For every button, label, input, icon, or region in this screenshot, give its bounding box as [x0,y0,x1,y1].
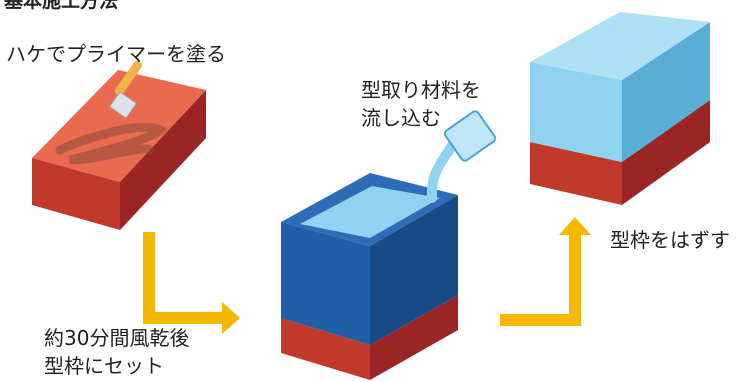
step-dry-label: 約30分間風乾後 型枠にセット [44,326,190,378]
box-front-face [281,222,370,345]
diagram-title: 基本施工方法 [4,0,119,12]
arrow-step1-to-step2 [143,232,240,334]
red-base-front [281,318,370,380]
block-side-face [120,90,206,230]
red-mold-block [32,70,206,230]
step-primer-label: ハケでプライマーを塗る [6,42,226,66]
red-base-side [622,100,710,205]
blue-mold-frame [281,173,458,380]
primer-stroke [55,122,168,165]
red-base-side [370,295,458,380]
cast-side-face [622,22,710,162]
cast-front-face [530,62,622,162]
arrow-step2-to-step3 [500,217,591,326]
box-side-face [370,195,458,345]
brush-icon [108,60,142,119]
pour-stream [426,135,460,203]
step-pour-label: 型取り材料を 流し込む [361,78,481,130]
step-remove-label: 型枠をはずす [610,228,730,252]
cast-top-face [530,12,710,80]
finished-cast-block [530,12,710,205]
red-base-front [530,142,622,205]
pouring-pitcher-icon [426,110,497,203]
box-inner-liquid [300,186,440,238]
block-front-face [32,158,120,230]
